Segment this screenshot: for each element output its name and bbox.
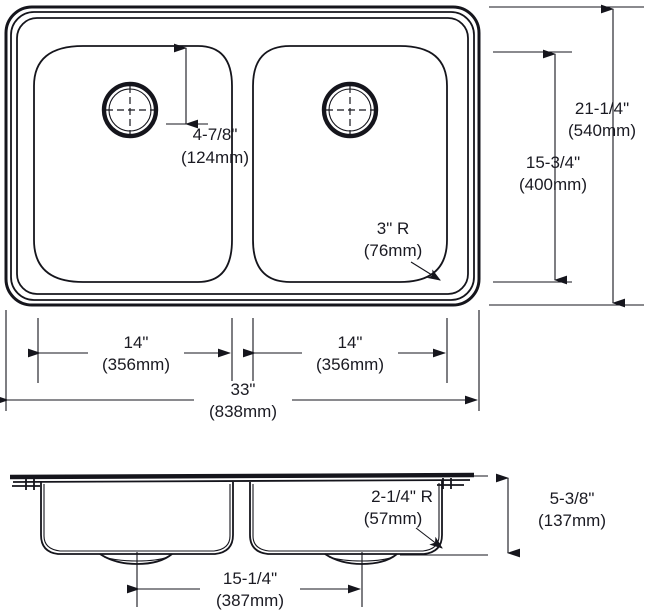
drain-spacing-metric-label: (387mm) (216, 591, 284, 610)
right-bowl-width-imperial-label: 14" (338, 333, 363, 352)
drain-spacing-dimension: 15-1/4" (387mm) (126, 552, 363, 610)
right-bowl-outline (252, 45, 448, 283)
section-corner-radius-callout: 2-1/4" R (57mm) (364, 487, 443, 549)
overall-depth-metric-label: (540mm) (568, 121, 636, 140)
section-reference-lines (400, 475, 488, 556)
bowl-radius-metric-label: (76mm) (364, 241, 423, 260)
left-bowl-width-metric-label: (356mm) (102, 355, 170, 374)
overall-depth-imperial-label: 21-1/4" (575, 99, 629, 118)
left-drain-opening (101, 81, 159, 139)
section-left-drain (99, 553, 173, 565)
bowl-height-imperial-label: 5-3/8" (550, 489, 595, 508)
bowl-depth-metric-label: (400mm) (519, 175, 587, 194)
drain-offset-imperial-label: 4-7/8" (193, 125, 238, 144)
left-bowl-width-dimension: 14" (356mm) (27, 333, 232, 374)
bowl-height-dimension: 5-3/8" (137mm) (495, 473, 606, 558)
right-bowl-width-dimension: 14" (356mm) (242, 333, 447, 374)
overall-width-dimension: 33" (838mm) (0, 380, 479, 421)
section-rim (9, 472, 475, 483)
bowl-radius-imperial-label: 3" R (377, 219, 410, 238)
overall-depth-dimension: 21-1/4" (540mm) (489, 4, 644, 308)
bowl-height-metric-label: (137mm) (538, 511, 606, 530)
bowl-depth-imperial-label: 15-3/4" (526, 153, 580, 172)
bowl-corner-radius-callout: 3" R (76mm) (364, 219, 441, 281)
section-radius-metric-label: (57mm) (364, 509, 423, 528)
mounting-clip (12, 479, 40, 490)
drain-offset-metric-label: (124mm) (181, 148, 249, 167)
left-bowl-width-imperial-label: 14" (124, 333, 149, 352)
sink-rim-outline (4, 5, 481, 307)
left-bowl-outline (33, 45, 233, 283)
drain-spacing-imperial-label: 15-1/4" (223, 569, 277, 588)
section-right-drain (324, 553, 398, 565)
section-radius-imperial-label: 2-1/4" R (371, 487, 433, 506)
right-bowl-width-metric-label: (356mm) (316, 355, 384, 374)
bowl-depth-dimension: 15-3/4" (400mm) (493, 49, 587, 285)
overall-width-metric-label: (838mm) (209, 402, 277, 421)
right-drain-opening (321, 81, 379, 139)
drain-offset-dimension: 4-7/8" (124mm) (166, 43, 249, 167)
section-left-bowl (40, 482, 234, 555)
overall-width-imperial-label: 33" (231, 380, 256, 399)
